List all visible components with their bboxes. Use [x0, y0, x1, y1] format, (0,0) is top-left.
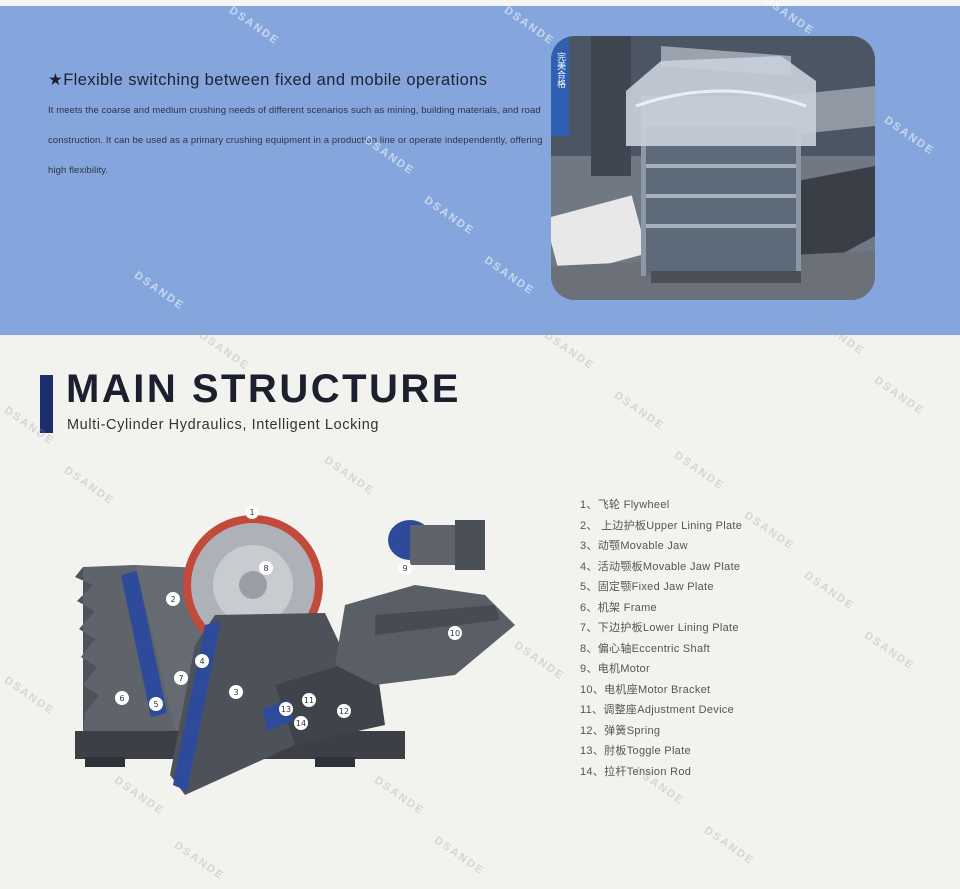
list-item: 8、偏心轴Eccentric Shaft — [580, 642, 711, 655]
parts-list: 1、飞轮 Flywheel 2、 上边护板Upper Lining Plate … — [580, 495, 742, 782]
list-item: 6、机架 Frame — [580, 601, 657, 614]
callout-7: 7 — [178, 674, 183, 683]
title-accent-bar — [40, 375, 53, 433]
callout-10: 10 — [450, 629, 460, 638]
top-strip — [0, 0, 960, 6]
callout-12: 12 — [339, 707, 349, 716]
list-item: 1、飞轮 Flywheel — [580, 499, 670, 511]
callout-1: 1 — [249, 508, 254, 517]
section-title: MAIN STRUCTURE — [66, 367, 461, 411]
jaw-crusher-diagram: 1 2 3 4 5 6 7 8 9 10 11 — [75, 495, 525, 800]
callout-2: 2 — [170, 595, 175, 604]
section-subtitle: Multi-Cylinder Hydraulics, Intelligent L… — [67, 417, 380, 433]
callout-14: 14 — [296, 719, 306, 728]
list-item: 11、调整座Adjustment Device — [580, 704, 735, 716]
list-item: 7、下边护板Lower Lining Plate — [580, 622, 739, 634]
list-item: 5、固定颚Fixed Jaw Plate — [580, 581, 714, 593]
callout-6: 6 — [119, 694, 124, 703]
photo-sign-text: 完美合格 — [555, 51, 566, 89]
feature-section: ★Flexible switching between fixed and mo… — [0, 6, 960, 335]
callout-5: 5 — [153, 700, 158, 709]
list-item: 10、电机座Motor Bracket — [580, 683, 711, 696]
callout-11: 11 — [304, 696, 314, 705]
list-item: 14、拉杆Tension Rod — [580, 765, 692, 778]
feature-title: ★Flexible switching between fixed and mo… — [48, 71, 488, 89]
callout-9: 9 — [402, 564, 407, 573]
list-item: 2、 上边护板Upper Lining Plate — [580, 519, 743, 532]
list-item: 3、动颚Movable Jaw — [580, 540, 688, 552]
callout-8: 8 — [263, 564, 268, 573]
main-structure-section: MAIN STRUCTURE Multi-Cylinder Hydraulics… — [0, 335, 960, 889]
packaged-machine-photo: 完美合格 — [551, 36, 875, 300]
callout-4: 4 — [199, 657, 204, 666]
callout-3: 3 — [233, 688, 238, 697]
callout-13: 13 — [281, 705, 291, 714]
list-item: 4、活动颚板Movable Jaw Plate — [580, 560, 741, 573]
list-item: 13、肘板Toggle Plate — [580, 745, 691, 757]
list-item: 9、电机Motor — [580, 663, 650, 675]
feature-description: It meets the coarse and medium crushing … — [48, 105, 543, 176]
list-item: 12、弹簧Spring — [580, 724, 661, 737]
